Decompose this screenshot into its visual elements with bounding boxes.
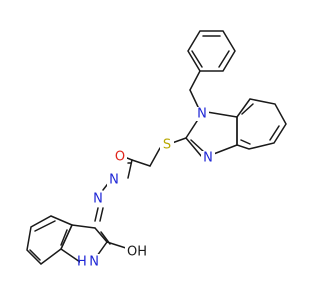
benzyl-ch2 xyxy=(189,70,201,110)
n-benzimidazole-1: N xyxy=(197,107,207,122)
benzyl-phenyl-ring xyxy=(187,30,236,72)
molecule-structure: N N S O N N H N OH xyxy=(26,30,287,270)
nh-indole: H N xyxy=(77,255,99,270)
n-benzimidazole-3: N xyxy=(203,151,213,166)
benzimidazole-benzo-ring xyxy=(236,98,287,150)
atom-labels: N N S O N N H N OH xyxy=(77,107,215,270)
indole-benzo-ring xyxy=(26,215,74,265)
n-imine: N xyxy=(93,192,103,207)
amide-group xyxy=(126,157,133,179)
s-thioether: S xyxy=(163,138,171,153)
o-amide: O xyxy=(115,150,125,165)
n-hydrazide: N xyxy=(109,173,119,188)
o-hydroxyl: OH xyxy=(127,245,147,260)
thioether-linker xyxy=(131,137,187,167)
